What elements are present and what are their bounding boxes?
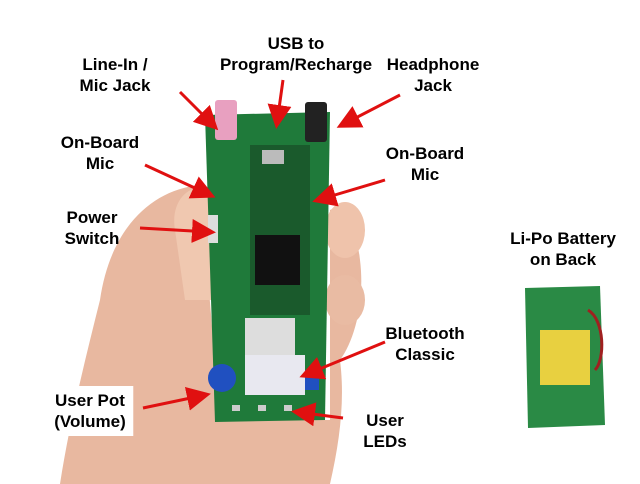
headphone-jack: [305, 102, 327, 142]
teensy-board: [250, 145, 310, 315]
bluetooth-module: [245, 355, 305, 395]
arrows: [139, 79, 401, 427]
battery-board: [525, 286, 605, 428]
usb-port: [262, 150, 284, 164]
pcb-board: [205, 100, 330, 422]
user-pot: [208, 364, 236, 392]
line-in-jack: [215, 100, 237, 140]
label-user-pot: User Pot(Volume): [46, 386, 134, 436]
power-switch: [208, 215, 218, 243]
hand: [60, 185, 365, 484]
label-line-in-jack: Line-In /Mic Jack: [79, 55, 151, 95]
